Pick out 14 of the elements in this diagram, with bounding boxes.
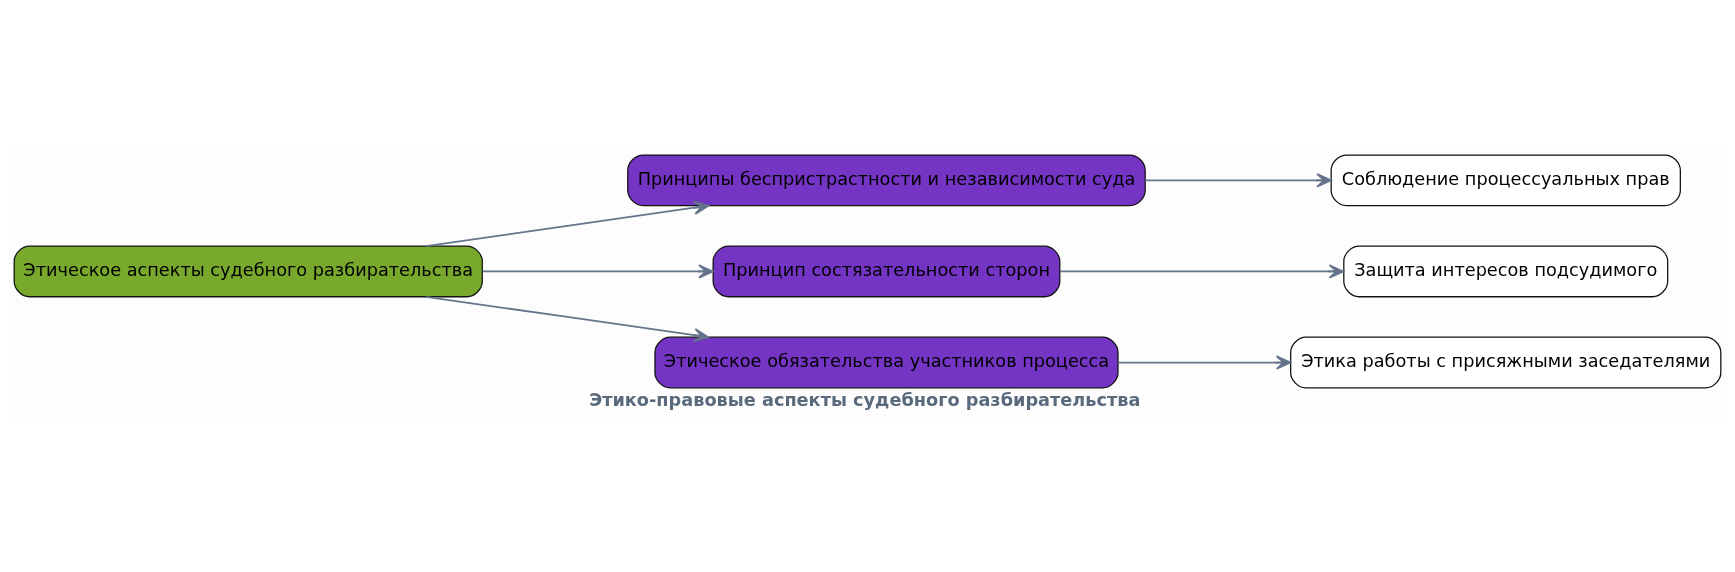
node-box: Принципы беспристрастности и независимости суда bbox=[627, 154, 1146, 207]
arrow bbox=[481, 264, 714, 279]
arrow bbox=[425, 295, 710, 343]
node-box: Этика работы с присяжными заседателями bbox=[1290, 336, 1722, 389]
node-box: Этическое аспекты судебного разбирательства bbox=[13, 245, 483, 298]
node-box: Принцип состязательности сторон bbox=[712, 245, 1061, 298]
arrow bbox=[1144, 173, 1332, 188]
arrow bbox=[425, 200, 710, 248]
node-box: Этическое обязательства участников процесса bbox=[654, 336, 1119, 389]
diagram-title: Этико-правовые аспекты судебного разбирательства bbox=[589, 389, 1141, 410]
arrow bbox=[1059, 264, 1345, 279]
arrow bbox=[1117, 355, 1292, 370]
node-box: Защита интересов подсудимого bbox=[1343, 245, 1669, 298]
node-box: Соблюдение процессуальных прав bbox=[1330, 154, 1681, 207]
